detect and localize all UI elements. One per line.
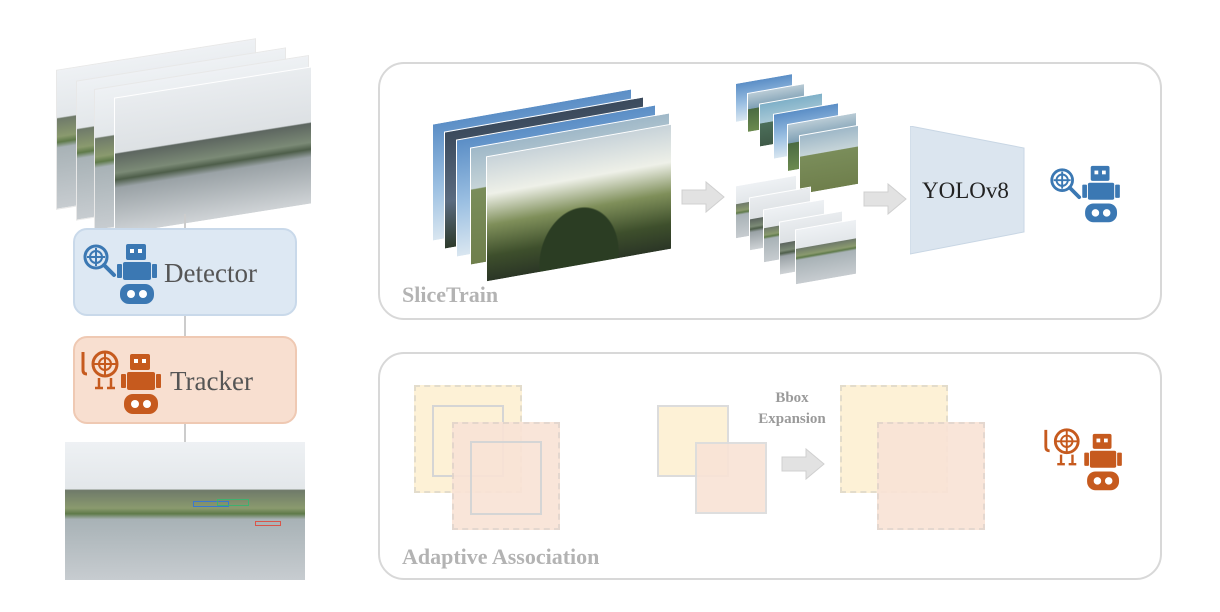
- slice-6: [799, 124, 859, 196]
- bbox-expansion-line1: Bbox: [775, 390, 809, 406]
- tracker-label: Tracker: [170, 366, 253, 396]
- robot-icon: [1082, 165, 1120, 223]
- full-image-stack: [430, 80, 680, 283]
- detector-module: Detector: [73, 228, 297, 316]
- connector-line-3: [184, 424, 186, 442]
- bbox-expansion-line2: Expansion: [758, 411, 826, 427]
- right-arrow-icon: [781, 447, 825, 481]
- detector-label: Detector: [164, 258, 257, 288]
- tracked-box-blue: [193, 501, 229, 507]
- sliced-image-stack: [733, 72, 863, 288]
- connector-line-2: [184, 316, 186, 336]
- slicetrain-title: SliceTrain: [402, 282, 499, 307]
- bbox-expansion-label: Bbox Expansion: [744, 388, 840, 430]
- robot-icon: [121, 354, 161, 414]
- adaptive-association-title: Adaptive Association: [402, 544, 600, 569]
- right-arrow-icon: [863, 182, 907, 216]
- tracked-box-green: [217, 499, 249, 506]
- tracking-target-icon: [1044, 428, 1080, 466]
- magnifier-target-icon: [1050, 168, 1082, 200]
- original-box-orange: [695, 442, 767, 514]
- robot-icon: [117, 244, 157, 304]
- tracker-module: Tracker: [73, 336, 297, 424]
- robot-icon: [1084, 433, 1122, 491]
- inner-box-orange: [470, 441, 542, 515]
- yolo-model-block: [910, 126, 1025, 255]
- right-arrow-icon: [681, 180, 725, 214]
- input-frame-stack: [56, 24, 314, 236]
- output-frame: [65, 442, 305, 580]
- result-box-orange: [877, 422, 985, 530]
- yolo-label: YOLOv8: [922, 178, 1009, 203]
- slice-11: [795, 218, 857, 286]
- magnifier-target-icon: [83, 244, 116, 277]
- connector-line-1: [184, 214, 186, 228]
- tracked-box-red: [255, 521, 281, 526]
- tracking-target-icon: [81, 350, 119, 390]
